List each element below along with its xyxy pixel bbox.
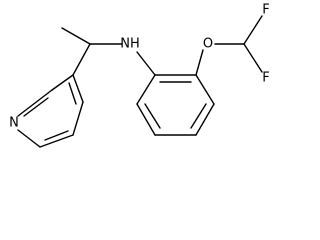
- atom-label-n-pyridine: N: [9, 116, 19, 131]
- bond-py-c3-c2: [51, 74, 74, 91]
- bond-py-c4-c3: [72, 74, 84, 103]
- bond-py-inner-3: [68, 82, 77, 105]
- atom-label-f-bottom: F: [262, 71, 269, 86]
- bonds: [17, 15, 263, 148]
- atom-labels: NH O F F N: [9, 3, 270, 131]
- bond-bz-c6-c1: [136, 74, 156, 105]
- bond-nh-benzene: [136, 51, 156, 76]
- bond-benzene-o: [195, 49, 204, 76]
- bond-py-inner-2: [44, 130, 69, 141]
- molecule-structure: NH O F F N: [9, 3, 270, 148]
- atom-label-o: O: [203, 37, 213, 52]
- bond-bz-c5-c6: [136, 103, 156, 136]
- bond-py-n1-c6: [17, 129, 41, 148]
- bond-chf2-ftop: [243, 15, 263, 45]
- bond-bz-inner-2: [190, 103, 207, 129]
- bond-methyl-ch: [61, 27, 91, 45]
- bond-py-c5-c4: [72, 101, 84, 136]
- bond-py-inner-1: [23, 97, 49, 117]
- bond-bz-c3-c4: [195, 103, 215, 136]
- bond-ch-pyridine: [72, 43, 91, 76]
- bond-bz-inner-3: [144, 103, 161, 129]
- bond-bz-c2-c3: [195, 74, 215, 105]
- bond-chf2-fbottom: [243, 43, 263, 73]
- bond-py-c2-n1: [17, 89, 53, 117]
- bond-py-c6-c5: [39, 134, 74, 148]
- atom-label-nh: NH: [120, 37, 140, 52]
- atom-label-f-top: F: [262, 3, 269, 18]
